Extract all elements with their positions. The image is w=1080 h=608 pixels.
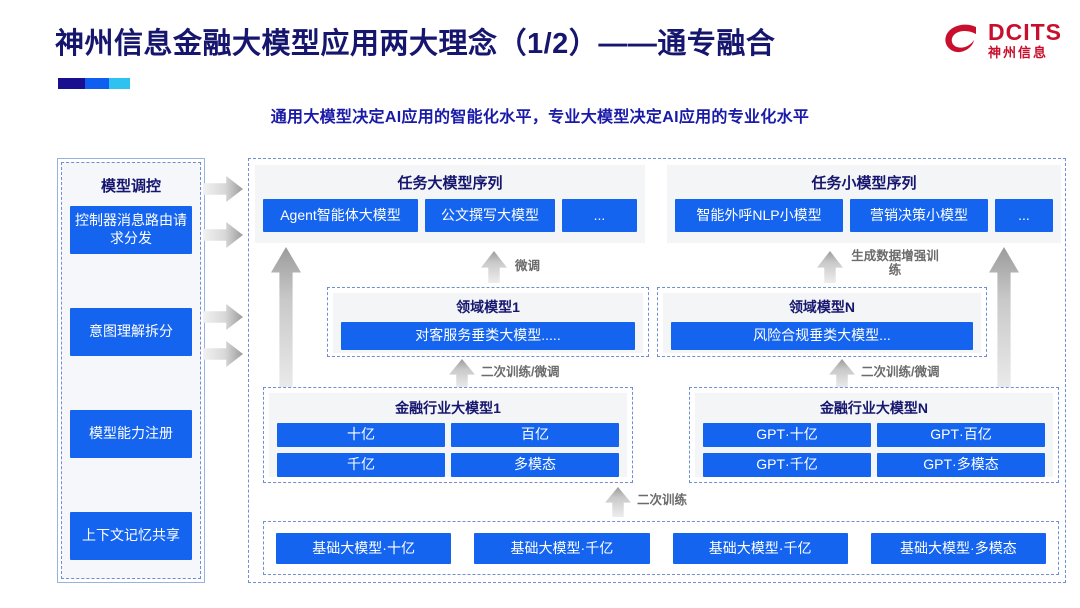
base-model-item-4[interactable]: 基础大模型·多模态 — [870, 533, 1046, 564]
logo-swirl-icon — [942, 20, 982, 60]
flow-arrow-up-right-long — [989, 247, 1019, 397]
flow-arrow-up-left-long — [271, 247, 301, 397]
sidebar-item-context-memory[interactable]: 上下文记忆共享 — [70, 512, 192, 560]
industry-model-n-item-1[interactable]: GPT·十亿 — [703, 423, 871, 447]
domain-model-n-box: 领域模型N 风险合规垂类大模型... — [657, 287, 987, 357]
flow-label-retrain-left: 二次训练/微调 — [481, 365, 560, 379]
flow-label-data-aug: 生成数据增强训练 — [851, 249, 939, 278]
industry-model-1-item-1[interactable]: 十亿 — [277, 423, 445, 447]
industry-model-n-item-2[interactable]: GPT·百亿 — [877, 423, 1045, 447]
accent-segment-2 — [85, 78, 109, 89]
flow-arrow-up-retrain-left — [449, 359, 475, 389]
task-small-item-nlp-outbound[interactable]: 智能外呼NLP小模型 — [675, 199, 843, 232]
task-large-model-title: 任务大模型序列 — [397, 175, 503, 192]
sidebar-item-controller-routing[interactable]: 控制器消息路由请求分发 — [70, 206, 192, 254]
industry-model-1-title: 金融行业大模型1 — [395, 400, 501, 416]
domain-model-n-inner: 领域模型N 风险合规垂类大模型... — [663, 293, 981, 353]
domain-model-1-box: 领域模型1 对客服务垂类大模型..... — [327, 287, 649, 357]
task-large-item-document[interactable]: 公文撰写大模型 — [425, 199, 555, 232]
task-large-item-agent[interactable]: Agent智能体大模型 — [263, 199, 418, 232]
logo-text: DCITS 神州信息 — [988, 19, 1062, 60]
task-small-item-more[interactable]: ... — [995, 199, 1053, 232]
flow-arrow-right-2 — [203, 222, 243, 248]
task-small-item-marketing[interactable]: 营销决策小模型 — [850, 199, 988, 232]
task-large-item-more[interactable]: ... — [562, 199, 637, 232]
industry-model-1-item-2[interactable]: 百亿 — [451, 423, 619, 447]
flow-label-retrain-base: 二次训练 — [637, 493, 688, 507]
title-accent-bar — [58, 78, 130, 89]
task-large-model-panel: 任务大模型序列 Agent智能体大模型 公文撰写大模型 ... — [255, 165, 645, 243]
industry-model-n-inner: 金融行业大模型N GPT·十亿 GPT·百亿 GPT·千亿 GPT·多模态 — [695, 393, 1053, 477]
flow-arrow-up-retrain-right — [829, 359, 855, 389]
page-subtitle: 通用大模型决定AI应用的智能化水平，专业大模型决定AI应用的专业化水平 — [270, 109, 810, 126]
flow-arrow-up-retrain-base — [605, 487, 631, 517]
model-control-panel: 模型调控 控制器消息路由请求分发 意图理解拆分 模型能力注册 上下文记忆共享 — [57, 158, 205, 583]
task-small-model-panel: 任务小模型序列 智能外呼NLP小模型 营销决策小模型 ... — [667, 165, 1061, 243]
industry-model-n-item-4[interactable]: GPT·多模态 — [877, 453, 1045, 477]
base-model-item-1[interactable]: 基础大模型·十亿 — [276, 533, 452, 564]
base-model-box: 基础大模型·十亿 基础大模型·千亿 基础大模型·千亿 基础大模型·多模态 — [263, 521, 1059, 575]
dcits-logo: DCITS 神州信息 — [942, 20, 1062, 60]
industry-model-1-box: 金融行业大模型1 十亿 百亿 千亿 多模态 — [263, 387, 633, 483]
flow-label-retrain-right: 二次训练/微调 — [861, 365, 940, 379]
industry-model-n-box: 金融行业大模型N GPT·十亿 GPT·百亿 GPT·千亿 GPT·多模态 — [689, 387, 1059, 483]
flow-arrow-right-4 — [203, 341, 243, 367]
industry-model-n-title: 金融行业大模型N — [819, 400, 929, 416]
domain-model-n-item[interactable]: 风险合规垂类大模型... — [671, 322, 973, 350]
model-control-title: 模型调控 — [100, 178, 161, 195]
flow-arrow-up-data-aug — [817, 251, 843, 283]
domain-model-n-title: 领域模型N — [788, 299, 856, 315]
accent-segment-3 — [109, 78, 130, 89]
domain-model-1-title: 领域模型1 — [456, 299, 520, 315]
flow-arrow-right-1 — [203, 176, 243, 202]
logo-brand-cn: 神州信息 — [988, 45, 1049, 60]
sidebar-item-intent-parsing[interactable]: 意图理解拆分 — [70, 308, 192, 356]
base-model-item-2[interactable]: 基础大模型·千亿 — [474, 533, 650, 564]
logo-brand-en: DCITS — [988, 19, 1062, 45]
base-model-item-3[interactable]: 基础大模型·千亿 — [672, 533, 848, 564]
model-control-inner: 模型调控 控制器消息路由请求分发 意图理解拆分 模型能力注册 上下文记忆共享 — [61, 162, 201, 579]
industry-model-1-inner: 金融行业大模型1 十亿 百亿 千亿 多模态 — [269, 393, 627, 477]
flow-arrow-right-3 — [203, 304, 243, 330]
flow-arrow-up-finetune — [481, 251, 507, 283]
domain-model-1-inner: 领域模型1 对客服务垂类大模型..... — [333, 293, 643, 353]
domain-model-1-item[interactable]: 对客服务垂类大模型..... — [341, 322, 635, 350]
sidebar-item-capability-registry[interactable]: 模型能力注册 — [70, 410, 192, 458]
page-title: 神州信息金融大模型应用两大理念（1/2）——通专融合 — [55, 28, 776, 60]
architecture-diagram: 任务大模型序列 Agent智能体大模型 公文撰写大模型 ... 任务小模型序列 … — [248, 158, 1066, 583]
industry-model-n-item-3[interactable]: GPT·千亿 — [703, 453, 871, 477]
accent-segment-1 — [58, 78, 85, 89]
task-small-model-title: 任务小模型序列 — [811, 175, 917, 192]
flow-label-finetune: 微调 — [515, 259, 541, 273]
industry-model-1-item-4[interactable]: 多模态 — [451, 453, 619, 477]
industry-model-1-item-3[interactable]: 千亿 — [277, 453, 445, 477]
